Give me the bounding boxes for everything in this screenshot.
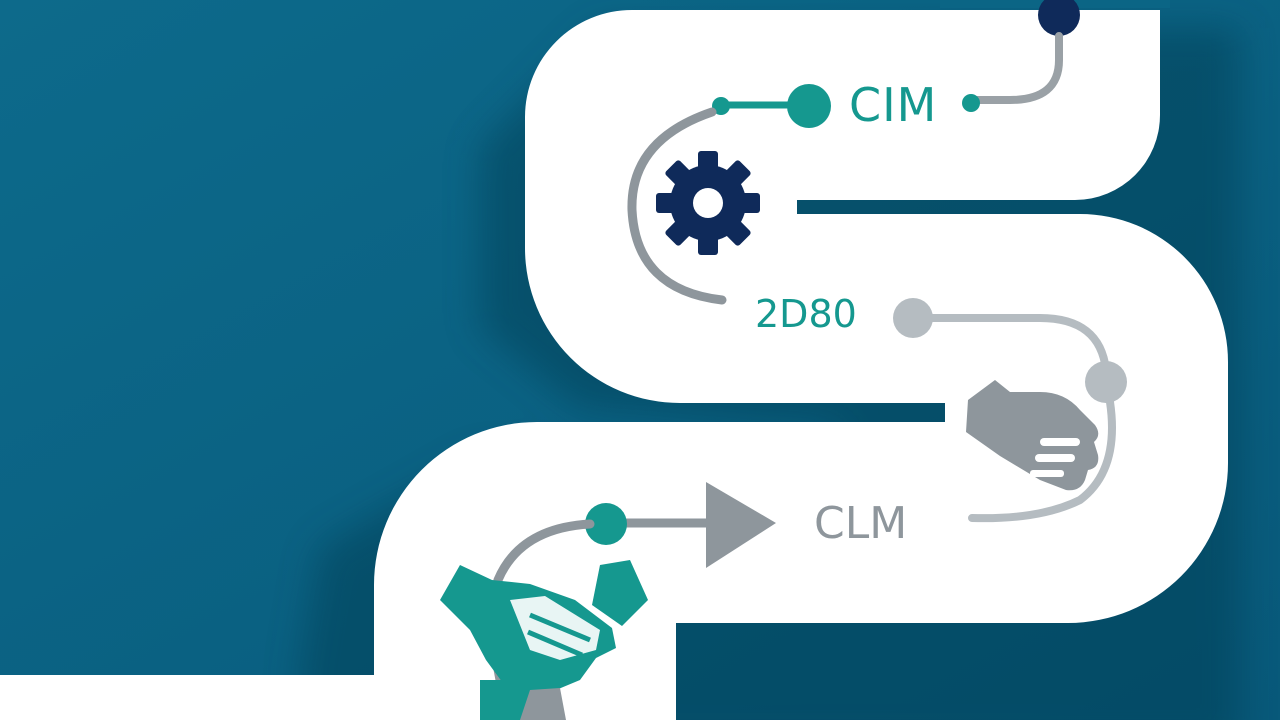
label-middle: 2D80 [755, 292, 857, 336]
middle-connector [909, 314, 1110, 374]
arrow-right-icon [706, 482, 776, 568]
navy-dot-icon [1038, 0, 1080, 36]
teal-dot-icon [787, 84, 831, 128]
gear-icon [656, 151, 760, 255]
small-teal-dot-icon [962, 94, 980, 112]
gear-arc [627, 107, 727, 305]
label-bottom: CLM [814, 498, 907, 549]
top-right-connector [971, 32, 1063, 104]
right-arc [968, 398, 1116, 523]
label-top: CIM [849, 78, 937, 132]
light-gray-dot-2-icon [1085, 361, 1127, 403]
teal-dot-bottom-icon [585, 503, 627, 545]
hand-icon [966, 380, 1099, 491]
tiny-teal-dot-icon [712, 97, 730, 115]
handshake-icon [440, 560, 648, 720]
winding-road [0, 10, 1228, 720]
